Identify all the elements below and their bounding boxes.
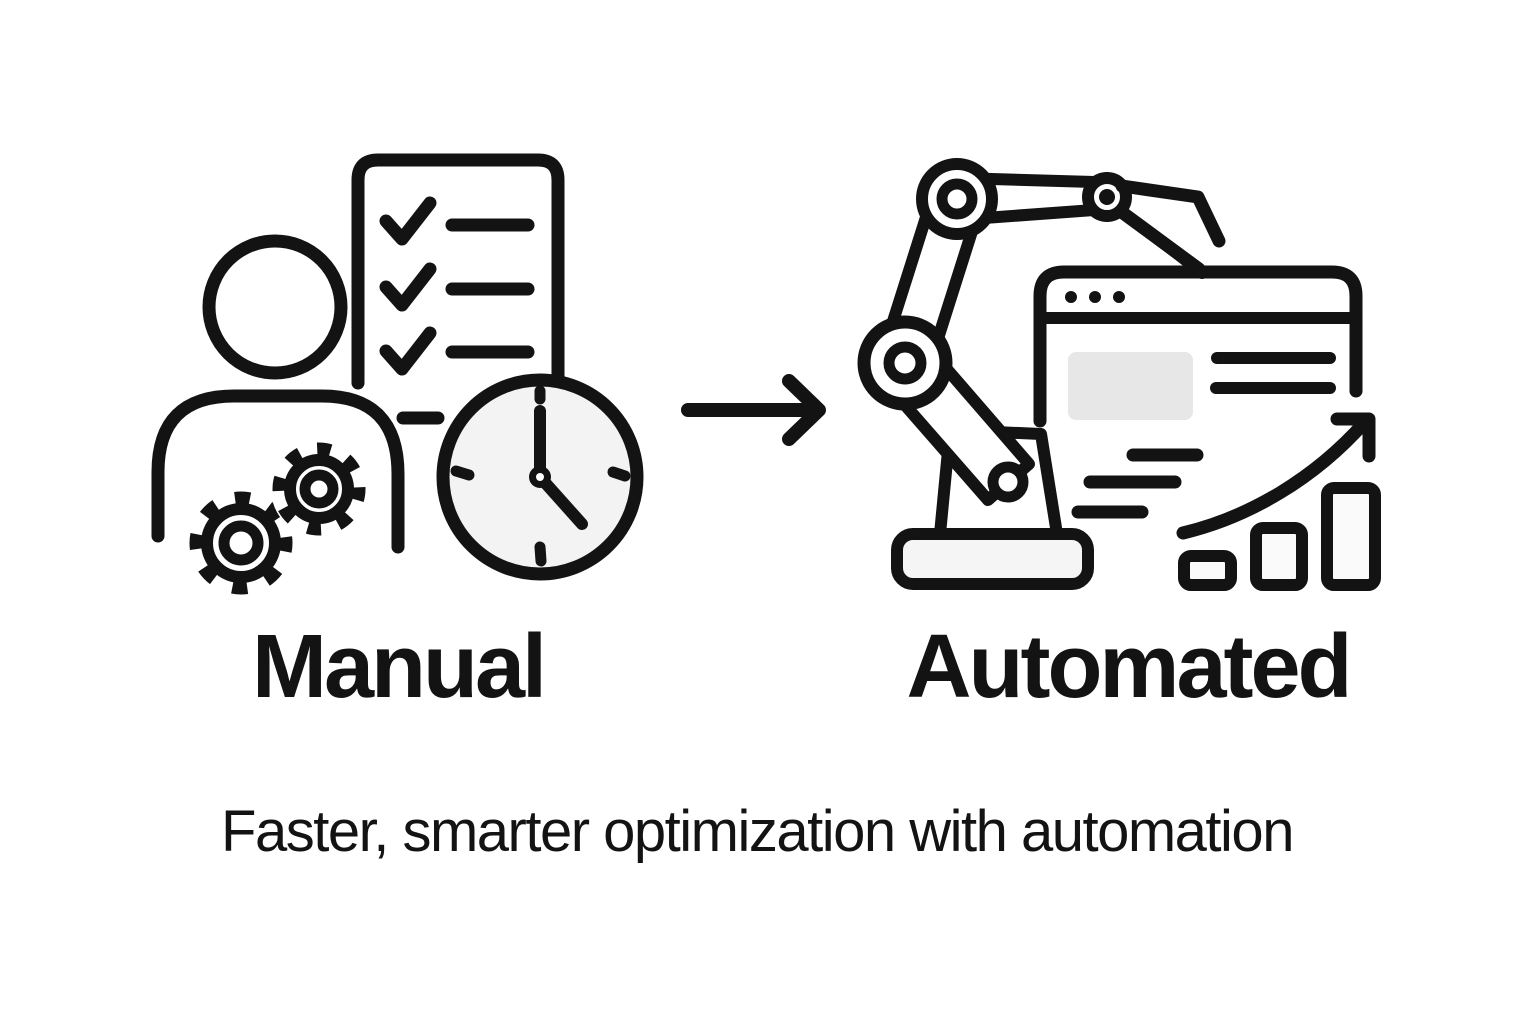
bar-small xyxy=(1178,550,1237,591)
caption-text: Faster, smarter optimization with automa… xyxy=(221,799,1294,864)
person-icon xyxy=(151,234,405,554)
checklist-icon xyxy=(351,153,565,425)
checkmark-icon xyxy=(379,326,437,376)
robot-arm-icon xyxy=(857,158,1132,590)
robot-base-joint xyxy=(987,461,1029,503)
bar-medium xyxy=(1250,522,1308,591)
robot-base-plate xyxy=(891,528,1094,590)
browser-dot-icon xyxy=(1113,291,1125,303)
robot-gripper-icon xyxy=(1115,179,1226,279)
person-shoulders xyxy=(151,389,405,554)
growth-arrow-icon xyxy=(1176,412,1376,540)
browser-window-icon xyxy=(1033,265,1363,428)
browser-content-placeholder xyxy=(1068,352,1193,420)
person-head xyxy=(202,234,348,380)
checkmark-icon xyxy=(379,196,437,246)
speed-lines-icon xyxy=(1071,448,1204,519)
bar-chart-icon xyxy=(1178,482,1381,591)
bar-tall xyxy=(1321,482,1381,591)
browser-dot-icon xyxy=(1089,291,1101,303)
manual-label: Manual xyxy=(251,617,547,717)
browser-dot-icon xyxy=(1065,291,1077,303)
automated-label: Automated xyxy=(906,617,1353,717)
checkmark-icon xyxy=(379,262,437,312)
gears-icon xyxy=(187,441,367,597)
clock-icon xyxy=(436,373,644,581)
arrow-right-icon xyxy=(681,374,826,446)
